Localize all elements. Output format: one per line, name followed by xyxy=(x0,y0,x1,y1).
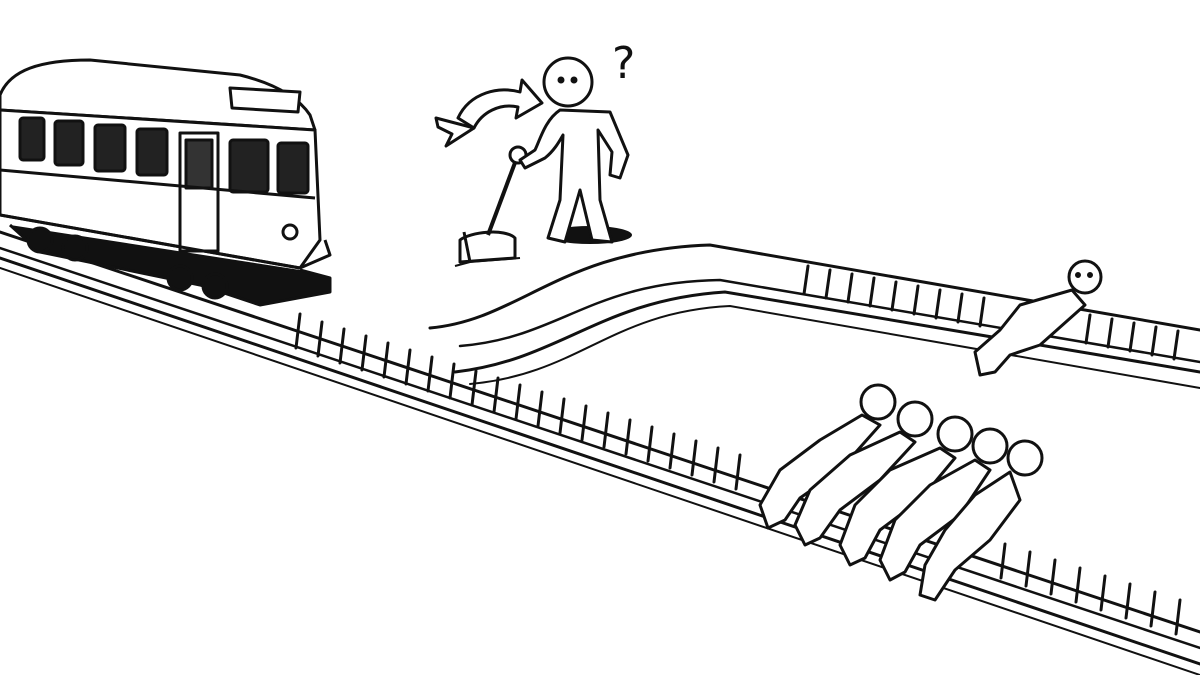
track-side xyxy=(428,243,1200,389)
question-mark: ? xyxy=(612,38,635,89)
trolley xyxy=(0,58,332,307)
bystander: ? xyxy=(518,38,635,244)
person-3 xyxy=(838,415,974,567)
person-2 xyxy=(793,400,934,547)
lever xyxy=(454,145,528,267)
person-4 xyxy=(878,427,1009,582)
track-main xyxy=(0,230,1200,675)
person-1 xyxy=(758,383,897,530)
person-5 xyxy=(918,439,1044,602)
people-main-track xyxy=(758,383,1044,602)
person-side-track xyxy=(973,259,1103,377)
curved-double-arrow-icon xyxy=(434,78,544,148)
